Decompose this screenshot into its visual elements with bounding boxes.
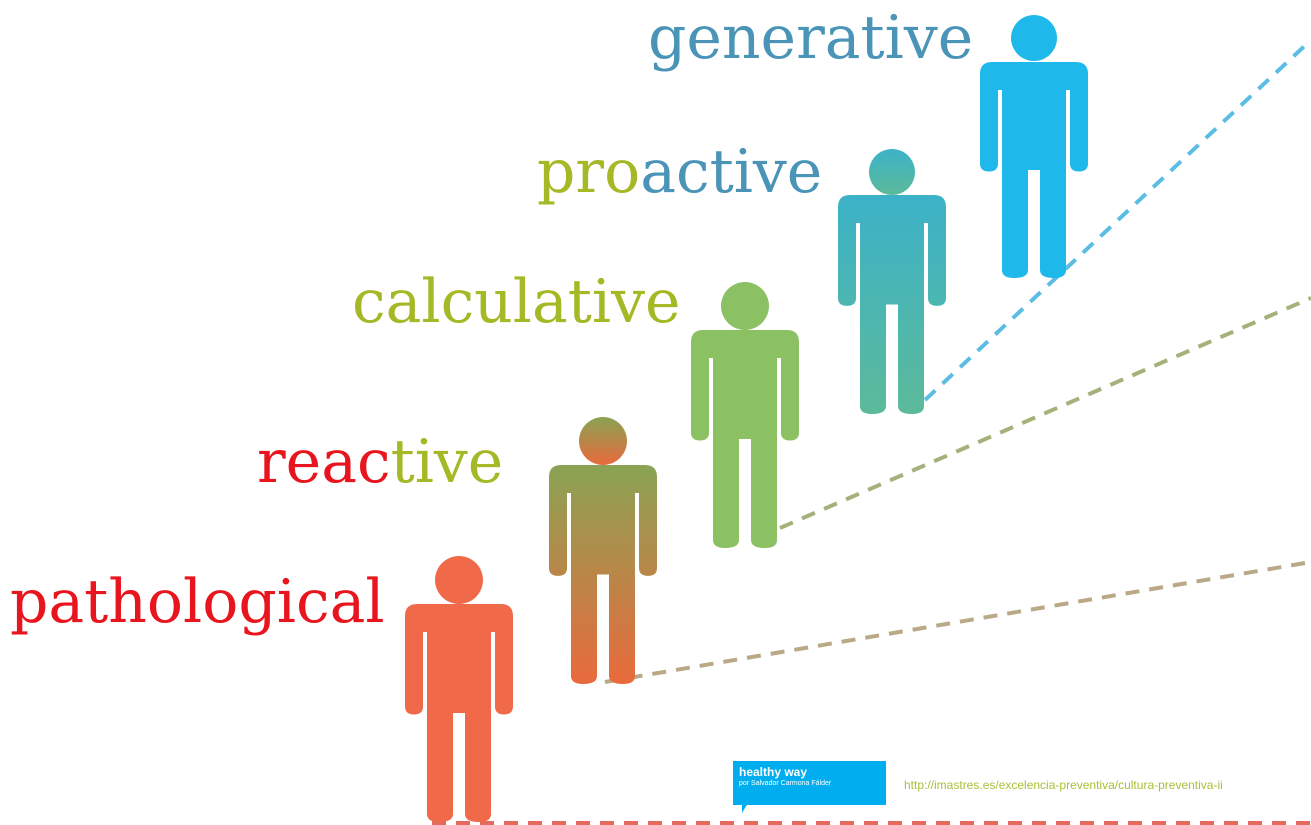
label-reactive-part-2: tive (390, 427, 504, 497)
figure-body-reactive (549, 465, 657, 684)
figure-head-reactive (579, 417, 627, 465)
figure-body-pathological (405, 604, 513, 822)
figure-head-proactive (869, 149, 915, 195)
figure-body-calculative (691, 330, 799, 548)
label-calculative-part-1: calculative (352, 267, 681, 337)
figure-head-calculative (721, 282, 769, 330)
badge-title: healthy way (739, 765, 808, 779)
figure-calculative (691, 282, 799, 548)
label-reactive: reactive (257, 432, 503, 492)
label-reactive-part-1: reac (257, 427, 391, 497)
label-pathological: pathological (10, 572, 385, 632)
figure-pathological (405, 556, 513, 822)
badge-tail (742, 803, 748, 813)
label-generative-part-1: generative (648, 3, 974, 73)
badge-subtitle: por Salvador Carmona Fálder (739, 780, 832, 787)
dashed-line-calculative (604, 560, 1311, 684)
label-proactive-part-1: pro (537, 137, 641, 207)
figure-proactive (838, 149, 946, 414)
figure-head-pathological (435, 556, 483, 604)
dashed-line-proactive (779, 296, 1311, 530)
label-proactive: proactive (537, 142, 822, 202)
figure-body-generative (980, 62, 1088, 278)
dashed-lines (432, 38, 1311, 825)
label-pathological-part-1: pathological (10, 567, 385, 637)
figure-generative (980, 15, 1088, 278)
label-proactive-part-2: active (640, 137, 823, 207)
figure-head-generative (1011, 15, 1057, 61)
figures (405, 15, 1088, 822)
source-url: http://imastres.es/excelencia-preventiva… (904, 778, 1223, 792)
figure-reactive (549, 417, 657, 684)
dashed-line-generative (923, 38, 1311, 402)
label-generative: generative (648, 8, 973, 68)
figure-body-proactive (838, 195, 946, 414)
healthy-way-badge: healthy way por Salvador Carmona Fálder (733, 761, 886, 805)
label-calculative: calculative (352, 272, 680, 332)
